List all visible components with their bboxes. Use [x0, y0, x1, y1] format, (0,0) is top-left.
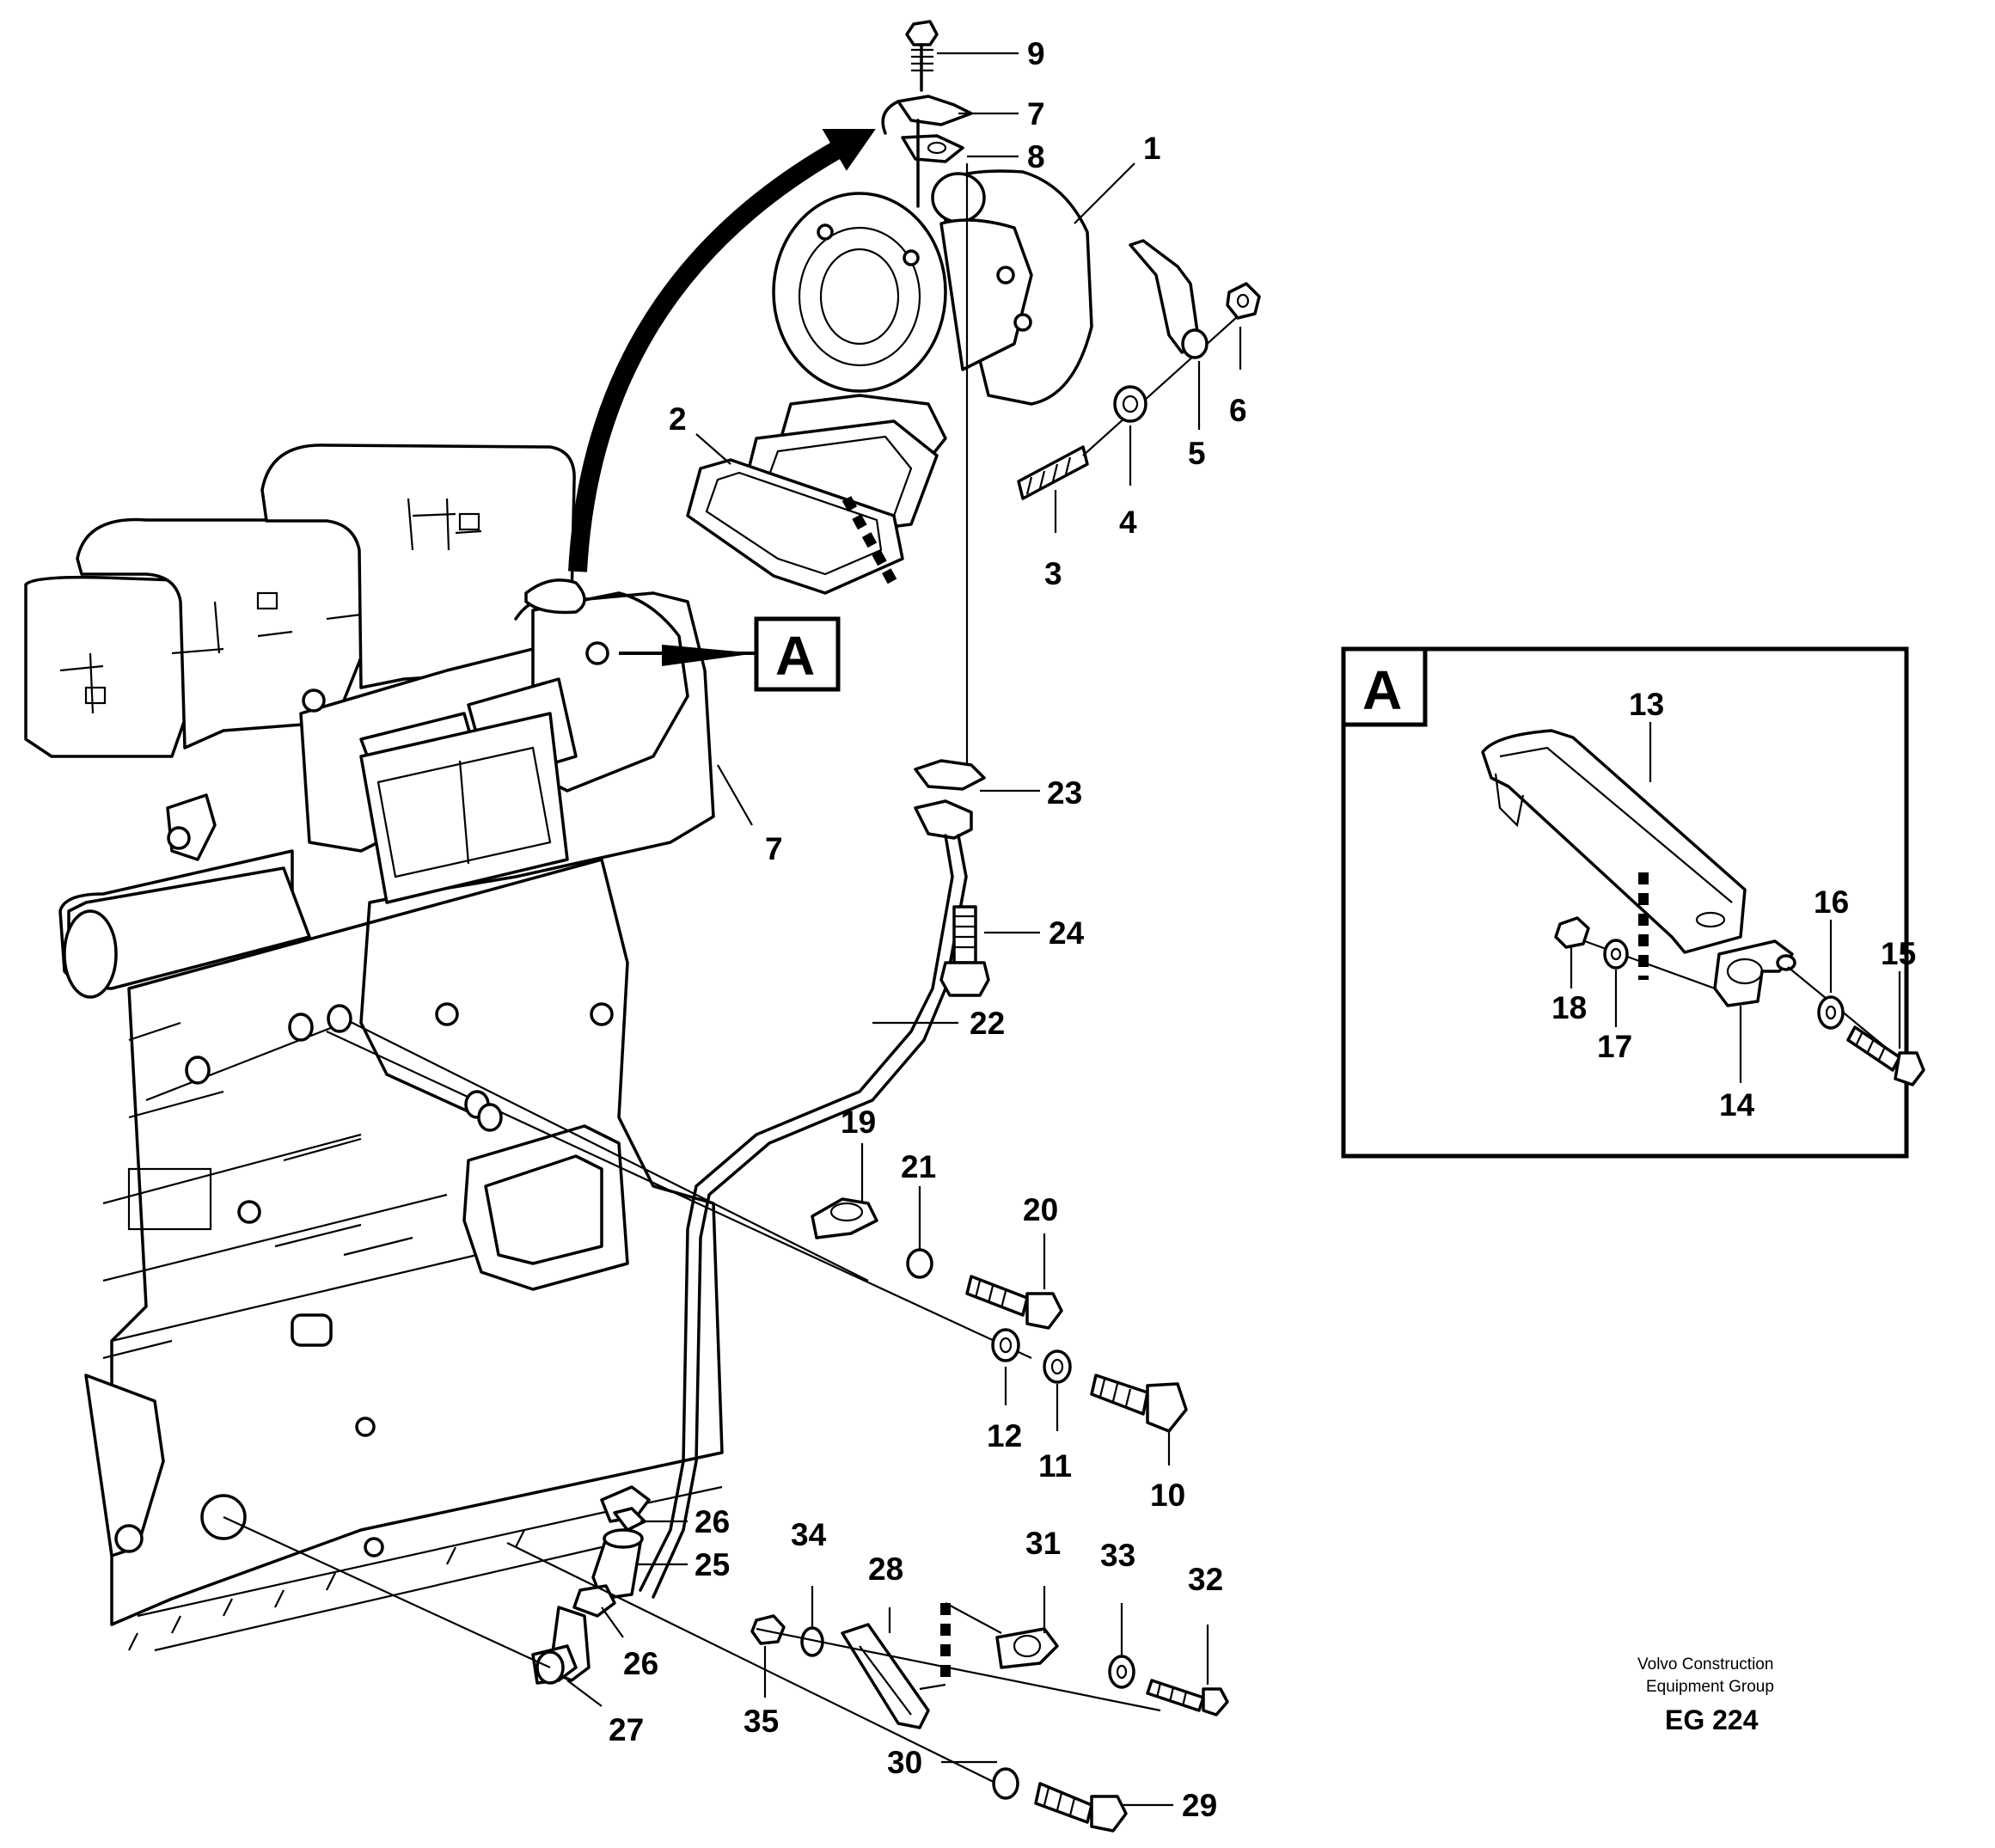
- callout-1: 1: [1143, 131, 1161, 166]
- turbocharger: [737, 169, 1093, 543]
- publisher-credit: Volvo Construction Equipment Group EG 22…: [1637, 1655, 1774, 1735]
- oil-return-hose: [223, 1485, 651, 1685]
- detail-callout-14: 14: [1719, 1087, 1755, 1123]
- callout-23: 23: [1047, 775, 1082, 811]
- detail-a-inset: A 13 16 15 18 17 14: [1341, 646, 1925, 1159]
- detail-a-marker: A: [1362, 659, 1402, 721]
- callout-24: 24: [1049, 915, 1085, 951]
- detail-callout-13: 13: [1629, 687, 1664, 722]
- bolt-hardware: [145, 1004, 1229, 1833]
- callout-labels: 9 7 8 1 2 6 5 4 3 7 23 24 22 19 21 20 12…: [609, 36, 1247, 1823]
- callout-33: 33: [1100, 1538, 1135, 1573]
- figure-code: EG 224: [1665, 1704, 1759, 1735]
- oil-line-22: [639, 163, 990, 1599]
- gasket-2: [686, 458, 904, 595]
- callout-10: 10: [1150, 1478, 1185, 1513]
- detail-callout-16: 16: [1814, 884, 1849, 920]
- callout-9: 9: [1027, 36, 1045, 71]
- callout-27: 27: [609, 1712, 644, 1747]
- callout-7: 7: [1027, 96, 1045, 132]
- callout-25: 25: [695, 1547, 730, 1582]
- callout-4: 4: [1119, 505, 1137, 540]
- callout-31: 31: [1025, 1526, 1061, 1561]
- callout-32: 32: [1188, 1562, 1223, 1597]
- detail-callout-17: 17: [1597, 1029, 1632, 1064]
- callout-26-lower: 26: [623, 1646, 658, 1681]
- callout-5: 5: [1188, 436, 1206, 471]
- detail-callout-15: 15: [1881, 936, 1916, 971]
- callout-8: 8: [1027, 139, 1045, 174]
- callout-35: 35: [744, 1704, 779, 1739]
- callout-11: 11: [1038, 1448, 1072, 1484]
- credit-line-2: Equipment Group: [1646, 1678, 1774, 1696]
- callout-29: 29: [1182, 1788, 1217, 1823]
- callout-20: 20: [1023, 1192, 1058, 1227]
- callout-34: 34: [791, 1517, 827, 1552]
- credit-line-1: Volvo Construction: [1637, 1655, 1773, 1674]
- callout-28: 28: [868, 1551, 903, 1587]
- reference-marker-a: [619, 616, 841, 692]
- detail-callout-18: 18: [1551, 990, 1587, 1025]
- callout-21: 21: [901, 1149, 936, 1184]
- stud-hardware: [841, 239, 1261, 587]
- callout-19: 19: [841, 1105, 876, 1140]
- marker-a-label: A: [775, 625, 815, 687]
- callout-12: 12: [987, 1418, 1022, 1453]
- callout-2: 2: [669, 401, 687, 437]
- callout-26: 26: [695, 1504, 730, 1539]
- exhaust-elbow: [63, 712, 569, 999]
- callout-30: 30: [887, 1745, 922, 1780]
- engine-block: [24, 444, 724, 1652]
- top-gaskets: [881, 20, 973, 208]
- callout-7-lower: 7: [765, 831, 783, 866]
- leader-lines: [566, 52, 1242, 1807]
- detail-arrow: [524, 129, 876, 615]
- callout-22: 22: [970, 1006, 1005, 1041]
- callout-3: 3: [1044, 556, 1062, 591]
- callout-6: 6: [1229, 393, 1247, 428]
